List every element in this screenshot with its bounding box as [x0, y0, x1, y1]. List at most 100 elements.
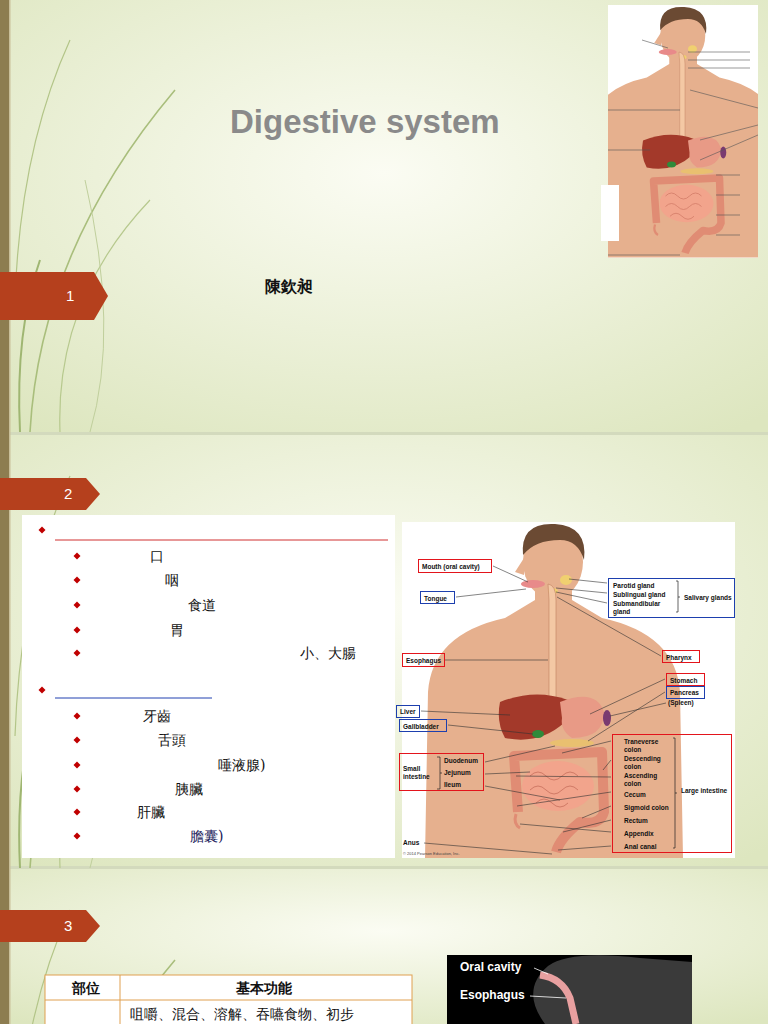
- table-cell: 咀嚼、混合、溶解、吞嚥食物、初步: [130, 1006, 354, 1022]
- list-item: 咽: [165, 572, 179, 588]
- leader-line: [700, 125, 758, 140]
- bullet-diamond: [39, 527, 46, 534]
- bullet-diamond: [74, 627, 81, 634]
- slide-number-tab: 2: [0, 478, 100, 510]
- leader-line: [563, 820, 611, 832]
- list-item: 胃: [170, 622, 184, 638]
- image-label: Esophagus: [460, 988, 525, 1002]
- heading-rule: [55, 540, 388, 541]
- bracket: [437, 757, 442, 789]
- leader-line: [445, 660, 548, 661]
- body-illustration: [425, 524, 683, 858]
- leader-line: [485, 772, 530, 774]
- heading-rule: [55, 698, 212, 699]
- leader-line: [716, 195, 740, 196]
- part-label-box: Tongue: [420, 591, 455, 604]
- tab-shape: [0, 272, 108, 320]
- list-item: 膽囊): [190, 828, 223, 844]
- leader-line: [688, 60, 750, 61]
- tab-shape: [0, 478, 100, 510]
- slide-number: 1: [66, 287, 74, 305]
- part-label: Duodenum: [444, 757, 478, 765]
- tab-shape: [0, 478, 100, 510]
- slide-number: 2: [64, 485, 72, 503]
- anatomy-image: [402, 522, 735, 858]
- part-label: (Spleen): [668, 699, 694, 707]
- bullet-diamond: [74, 786, 81, 793]
- part-label: Pancreas: [670, 689, 699, 697]
- leader-line: [421, 711, 510, 715]
- leader-line: [569, 579, 607, 583]
- leader-line: [610, 703, 666, 716]
- part-label-box: Gallbladder: [399, 719, 447, 732]
- part-label: Ascending colon: [624, 772, 670, 787]
- part-label: Descending colon: [624, 755, 670, 770]
- table-header: 基本功能: [236, 980, 292, 996]
- part-label: Sublingual gland: [613, 591, 665, 599]
- part-label: Tongue: [424, 595, 447, 603]
- leader-line: [688, 52, 750, 53]
- slide-divider: [0, 432, 768, 435]
- table-header: 部位: [72, 980, 100, 996]
- leader-line: [534, 968, 548, 974]
- part-label: Submandibular gland: [613, 600, 667, 615]
- leader-line: [690, 90, 758, 108]
- leader-line: [562, 741, 611, 753]
- bullet-diamond: [74, 833, 81, 840]
- leader-line: [603, 760, 611, 770]
- slide-number-tab: 1: [0, 272, 108, 320]
- bracket: [676, 581, 680, 612]
- part-label: Salivary glands: [684, 594, 732, 602]
- part-label: Stomach: [670, 677, 697, 685]
- table-rule: [45, 1000, 412, 1001]
- leader-line: [485, 786, 560, 800]
- slide-number-tab: 3: [0, 910, 100, 942]
- list-item: 唾液腺): [218, 757, 265, 773]
- leader-line: [582, 806, 611, 818]
- leader-line: [642, 40, 668, 48]
- list-item: 胰臟: [175, 781, 203, 797]
- leader-line: [485, 746, 555, 762]
- part-label: Traneverse colon: [624, 738, 670, 753]
- left-strip-edge: [9, 0, 11, 1024]
- copyright-note: © 2014 Pearson Education, Inc.: [403, 851, 460, 856]
- thumbnail-body: [608, 7, 758, 258]
- leader-line: [590, 679, 665, 714]
- leader-line: [716, 235, 740, 236]
- tab-shape: [0, 272, 108, 320]
- bullet-diamond: [74, 762, 81, 769]
- part-label-box: Stomach: [666, 673, 705, 686]
- part-label: Anal canal: [624, 843, 657, 851]
- thumbnail-mask: [601, 185, 619, 241]
- part-group-box: Parotid glandSublingual glandSubmandibul…: [608, 578, 735, 618]
- list-decoration: [22, 515, 395, 858]
- list-item: 肝臟: [137, 804, 165, 820]
- part-label: Esophagus: [406, 657, 441, 665]
- part-label-box: Esophagus: [402, 653, 445, 667]
- image-label: Oral cavity: [460, 960, 521, 974]
- part-label: Appendix: [624, 830, 654, 838]
- bracket: [673, 738, 677, 848]
- leader-line: [558, 846, 611, 850]
- leader-line: [688, 68, 750, 69]
- list-item: 食道: [188, 597, 216, 613]
- author-name: 陳欽昶: [265, 278, 313, 296]
- part-label: Gallbladder: [403, 723, 439, 731]
- xray-tract: [540, 975, 576, 1024]
- leader-line: [608, 255, 680, 256]
- bullet-diamond: [74, 809, 81, 816]
- leader-line: [556, 588, 607, 593]
- bullet-diamond: [74, 737, 81, 744]
- slide-title: Digestive system: [230, 103, 500, 141]
- leader-line: [448, 725, 533, 734]
- bullet-diamond: [74, 713, 81, 720]
- leader-line: [493, 566, 528, 582]
- part-label: Small intestine: [403, 765, 437, 780]
- part-label: Anus: [403, 839, 419, 847]
- grass-lines: [15, 40, 175, 432]
- leader-line: [520, 824, 611, 832]
- part-label-box: Pharynx: [662, 650, 700, 663]
- part-label: Mouth (oral cavity): [422, 563, 480, 571]
